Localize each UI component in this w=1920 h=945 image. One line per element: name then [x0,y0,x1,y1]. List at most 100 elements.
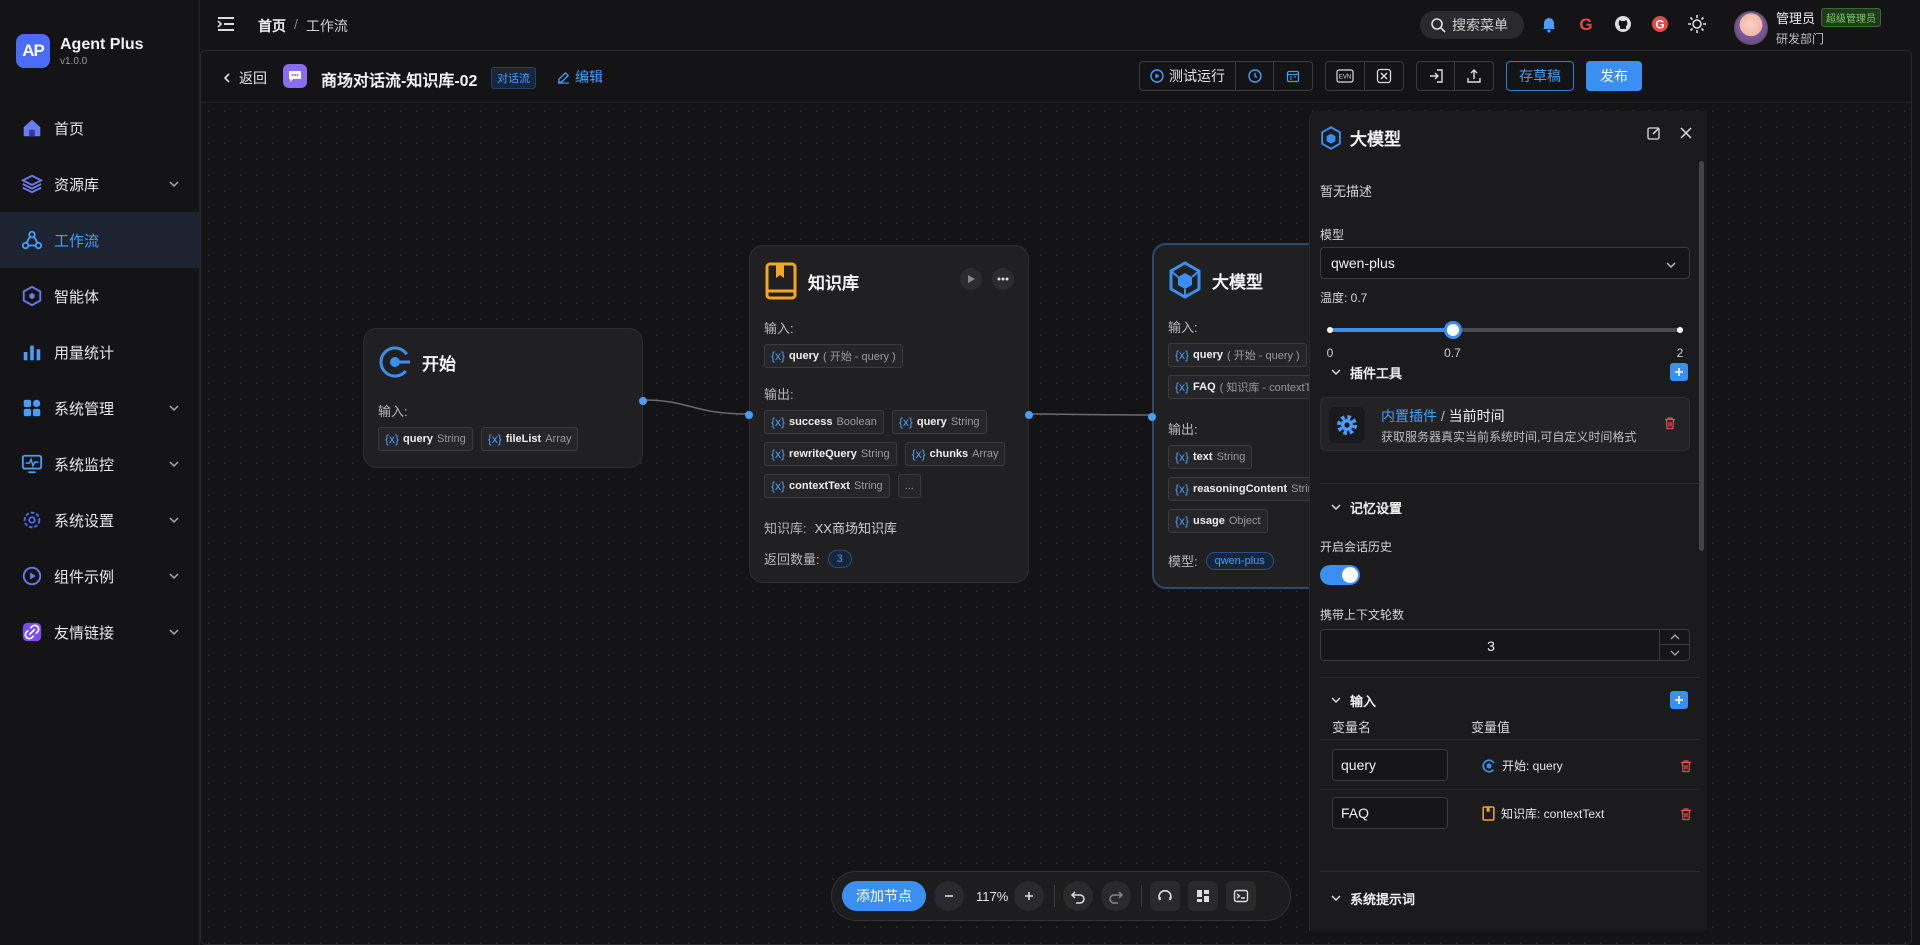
sidebar-item-agents[interactable]: 智能体 [0,268,200,324]
role-badge: 超级管理员 [1821,8,1882,27]
variable-name-input[interactable]: query [1332,749,1448,781]
knowledge-node[interactable]: 知识库 输入: {x}query( 开始 - query ) 输出: {x}su… [745,245,1033,583]
sidebar-item-system-admin[interactable]: 系统管理 [0,380,200,436]
variable-type: String [853,480,883,492]
slider-value-label: 0.7 [1444,346,1461,360]
topbar-icons: G G [1538,13,1708,35]
sidebar-item-workflow[interactable]: 工作流 [0,212,200,268]
logs-button[interactable] [1274,62,1312,90]
run-node-icon[interactable] [960,268,982,290]
edge-start-knowledge [642,399,750,415]
theme-sun-icon[interactable] [1686,13,1708,35]
model-select[interactable]: qwen-plus [1320,247,1690,279]
upload-icon [1466,68,1482,84]
import-export-group [1416,61,1494,91]
context-rounds-stepper[interactable]: 3 [1320,629,1690,661]
minimap-button[interactable] [1188,881,1218,911]
global-variables-button[interactable] [1365,62,1403,90]
redo-button[interactable] [1101,881,1131,911]
save-draft-button[interactable]: 存草稿 [1506,61,1574,91]
search-menu-button[interactable]: 搜索菜单 [1420,11,1524,39]
plugins-section-header[interactable]: 插件工具 [1320,357,1700,387]
panel-scrollbar[interactable] [1699,161,1704,551]
variable-name: query [403,433,433,445]
more-variables-chip[interactable]: ... [897,474,921,498]
publish-button[interactable]: 发布 [1586,61,1642,91]
section-title: 系统提示词 [1350,891,1416,907]
layout-icon [1195,888,1211,904]
add-plugin-button[interactable] [1670,363,1688,381]
export-button[interactable] [1455,62,1493,90]
gitee-icon[interactable]: G [1575,13,1597,35]
sidebar-item-components[interactable]: 组件示例 [0,548,200,604]
llm-input-vars: {x}query( 开始 - query ) {x}FAQ( 知识库 - con… [1168,343,1408,399]
sidebar-item-resources[interactable]: 资源库 [0,156,200,212]
memory-section-header[interactable]: 记忆设置 [1320,492,1700,522]
output-handle[interactable] [639,397,647,405]
history-button[interactable] [1236,62,1274,90]
import-button[interactable] [1417,62,1455,90]
sidebar-item-label: 友情链接 [54,624,115,642]
output-handle[interactable] [1025,411,1033,419]
breadcrumb-home[interactable]: 首页 [258,18,286,34]
section-divider [1320,483,1700,484]
sidebar-item-usage[interactable]: 用量统计 [0,324,200,380]
trash-icon[interactable] [1663,416,1677,430]
kb-label: 知识库: [764,521,807,536]
layers-icon [20,172,44,196]
variable-value-ref[interactable]: 开始: query [1482,757,1563,774]
edit-icon[interactable] [1647,126,1661,140]
bell-icon[interactable] [1538,13,1560,35]
sidebar-item-links[interactable]: 友情链接 [0,604,200,660]
console-button[interactable] [1226,881,1256,911]
undo-button[interactable] [1063,881,1093,911]
stepper-increment[interactable] [1659,630,1689,645]
trash-icon[interactable] [1679,759,1693,773]
variable-source: ( 开始 - query ) [1226,350,1300,362]
edit-workflow-button[interactable]: 编辑 [557,67,603,87]
add-node-button[interactable]: 添加节点 [842,881,926,911]
sidebar-item-system-monitor[interactable]: 系统监控 [0,436,200,492]
slider-handle[interactable] [1443,321,1462,339]
trash-icon[interactable] [1679,807,1693,821]
zoom-in-button[interactable] [1014,881,1044,911]
section-title: 记忆设置 [1350,500,1403,516]
zoom-out-button[interactable] [934,881,964,911]
plugin-title: 内置插件 / 当前时间 [1381,406,1505,426]
user-menu[interactable]: 管理员 超级管理员 研发部门 [1734,8,1882,47]
add-input-button[interactable] [1670,691,1688,709]
gitcode-icon[interactable]: G [1649,13,1671,35]
sidebar-item-system-settings[interactable]: 系统设置 [0,492,200,548]
plugin-card[interactable]: 内置插件 / 当前时间 获取服务器真实当前系统时间,可自定义时间格式 [1320,397,1690,451]
brand[interactable]: AP Agent Plus v1.0.0 [16,34,144,68]
env-variables-button[interactable]: EVN [1326,62,1365,90]
github-icon[interactable] [1612,13,1634,35]
back-label: 返回 [239,70,267,86]
input-section-header[interactable]: 输入 [1320,685,1700,715]
temperature-slider[interactable]: 0 0.7 2 [1327,320,1683,360]
back-button[interactable]: 返回 [221,68,267,88]
menu-toggle-icon[interactable] [216,14,236,34]
variable-icon: {x} [898,415,913,429]
close-icon[interactable] [1679,126,1693,140]
history-toggle[interactable] [1320,565,1360,585]
chevron-down-icon [168,402,180,414]
more-icon[interactable] [992,268,1014,290]
sidebar-item-home[interactable]: 首页 [0,100,200,156]
auto-layout-button[interactable] [1150,881,1180,911]
terminal-icon [1233,888,1249,904]
input-handle[interactable] [745,411,753,419]
system-prompt-section-header[interactable]: 系统提示词 [1320,883,1700,913]
model-field-label: 模型 [1320,228,1345,242]
variable-value-ref[interactable]: 知识库: contextText [1482,805,1604,822]
input-handle[interactable] [1148,413,1156,421]
test-run-button[interactable]: 测试运行 [1140,62,1236,90]
stepper-decrement[interactable] [1659,645,1689,660]
variable-name-input[interactable]: FAQ [1332,797,1448,829]
